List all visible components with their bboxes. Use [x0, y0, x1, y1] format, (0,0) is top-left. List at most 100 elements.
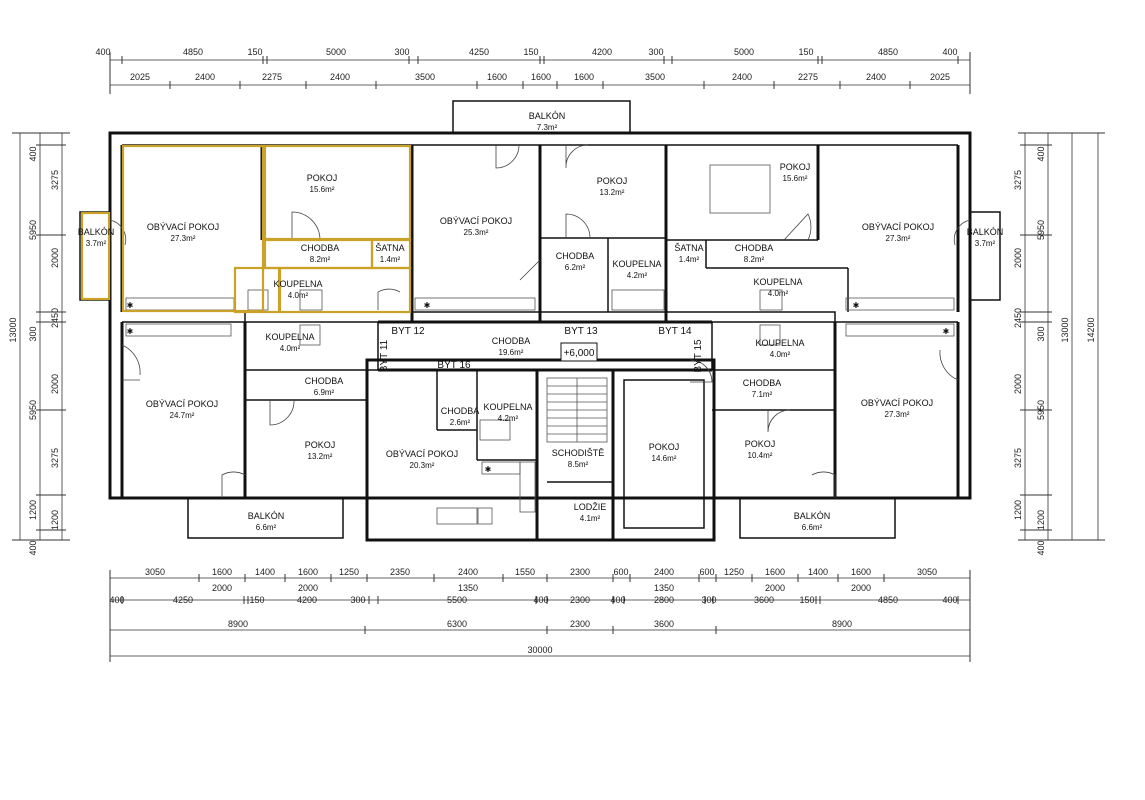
dim-bot1-14: 1400	[808, 567, 828, 577]
room-name-tl-balcony: BALKÓN	[78, 227, 115, 237]
dim-bot2-2: 150	[249, 595, 264, 605]
room-name-tc-balcony: BALKÓN	[529, 111, 566, 121]
room-name-loggia: LODŽIE	[574, 502, 607, 512]
dim-bot1-2: 1400	[255, 567, 275, 577]
room-name-br-living: OBÝVACÍ POKOJ	[861, 398, 933, 408]
highlighted-apartment	[80, 144, 412, 314]
room-area-bc-hall: 2.6m²	[450, 418, 471, 427]
dim-left-0: 400	[28, 146, 38, 161]
dim-bot2-14: 400	[942, 595, 957, 605]
dim-top1-8: 300	[648, 47, 663, 57]
room-area-bc-bed: 14.6m²	[652, 454, 677, 463]
dim-top2-1: 2400	[195, 72, 215, 82]
dim-right-1: 3275	[1013, 170, 1023, 190]
dim-bot1-8: 2300	[570, 567, 590, 577]
door-swings	[109, 144, 971, 498]
room-area-bc-bath: 4.2m²	[498, 414, 519, 423]
dim-right-4: 2450	[1013, 308, 1023, 328]
room-name-tl-closet: ŠATNA	[375, 243, 404, 253]
dim-bot2-5: 5500	[447, 595, 467, 605]
room-name-bc-living: OBÝVACÍ POKOJ	[386, 449, 458, 459]
room-name-bl-balcony: BALKÓN	[248, 511, 285, 521]
dim-bot1-5: 2350	[390, 567, 410, 577]
dim-left-9: 1200	[28, 500, 38, 520]
dim-left-5: 300	[28, 326, 38, 341]
room-area-loggia: 4.1m²	[580, 514, 601, 523]
dim-bot1-13: 1600	[765, 567, 785, 577]
dim-bot2-9: 2800	[654, 595, 674, 605]
dim-bot2-4: 300	[350, 595, 365, 605]
dim-bot1-15: 1600	[851, 567, 871, 577]
dim-top1-4: 300	[394, 47, 409, 57]
unit-labels: BYT 11 BYT 12 BYT 13 BYT 14 BYT 15 BYT 1…	[379, 326, 704, 373]
room-name-tl-hall: CHODBA	[301, 243, 340, 253]
dim-top1-1: 4850	[183, 47, 203, 57]
dim-bot1b-4: 2000	[765, 583, 785, 593]
dim-bot2-11: 3600	[754, 595, 774, 605]
svg-text:✱: ✱	[127, 327, 134, 336]
room-name-tr-balcony: BALKÓN	[967, 227, 1004, 237]
room-name-tc-hall: CHODBA	[556, 251, 595, 261]
room-area-br-balcony: 6.6m²	[802, 523, 823, 532]
room-area-bl-living: 24.7m²	[170, 411, 195, 420]
dim-top2-5: 1600	[487, 72, 507, 82]
dim-right-total-2: 14200	[1086, 317, 1096, 342]
room-name-tr-bath: KOUPELNA	[753, 277, 802, 287]
dim-bot2-8: 400	[610, 595, 625, 605]
room-name-bl-bed: POKOJ	[305, 440, 336, 450]
dim-top1-12: 400	[942, 47, 957, 57]
dim-right-11: 400	[1036, 540, 1046, 555]
dim-left-total: 13000	[8, 317, 18, 342]
staircase-steps	[546, 377, 608, 443]
room-area-tc-living: 25.3m²	[464, 228, 489, 237]
dim-bot2-13: 4850	[878, 595, 898, 605]
dim-bot1-4: 1250	[339, 567, 359, 577]
room-name-tr-living: OBÝVACÍ POKOJ	[862, 222, 934, 232]
dim-right-5: 300	[1036, 326, 1046, 341]
dim-top1-2: 150	[247, 47, 262, 57]
room-name-stair: SCHODIŠTĚ	[552, 448, 605, 458]
room-area-bl-balcony: 6.6m²	[256, 523, 277, 532]
dim-top1-0: 400	[95, 47, 110, 57]
dim-right-2: 5950	[1036, 220, 1046, 240]
room-name-tc-bed: POKOJ	[597, 176, 628, 186]
dim-bot1b-2: 1350	[458, 583, 478, 593]
dim-bot1-1: 1600	[212, 567, 232, 577]
dim-bot2-1: 4250	[173, 595, 193, 605]
top-dimensions: 400 4850 150 5000 300 4250 150 4200 300 …	[95, 47, 971, 94]
room-name-tc-living: OBÝVACÍ POKOJ	[440, 216, 512, 226]
dim-bot1b-0: 2000	[212, 583, 232, 593]
dim-top2-6: 1600	[531, 72, 551, 82]
dim-bot2-10: 300	[701, 595, 716, 605]
dim-bot1-7: 1550	[515, 567, 535, 577]
dim-bot1b-3: 1350	[654, 583, 674, 593]
room-area-tc-hall: 6.2m²	[565, 263, 586, 272]
dim-bot3-2: 2300	[570, 619, 590, 629]
dim-top2-9: 2400	[732, 72, 752, 82]
room-name-bc-bed: POKOJ	[649, 442, 680, 452]
dim-bot2-12: 150	[799, 595, 814, 605]
dim-top1-11: 4850	[878, 47, 898, 57]
dim-left-4: 2450	[50, 308, 60, 328]
room-area-tl-living: 27.3m²	[171, 234, 196, 243]
svg-text:✱: ✱	[943, 327, 950, 336]
unit-label-13: BYT 13	[564, 326, 598, 337]
unit-label-11: BYT 11	[379, 339, 390, 372]
room-name-tl-living: OBÝVACÍ POKOJ	[147, 222, 219, 232]
dim-bot3-3: 3600	[654, 619, 674, 629]
unit-label-12: BYT 12	[391, 326, 425, 337]
dim-top2-8: 3500	[645, 72, 665, 82]
dim-top2-12: 2025	[930, 72, 950, 82]
dim-bot2-3: 4200	[297, 595, 317, 605]
room-name-br-bed: POKOJ	[745, 439, 776, 449]
dim-bot1-16: 3050	[917, 567, 937, 577]
dim-bot2-6: 400	[533, 595, 548, 605]
dim-bot3-0: 8900	[228, 619, 248, 629]
dim-top2-3: 2400	[330, 72, 350, 82]
dim-right-9: 1200	[1013, 500, 1023, 520]
room-area-bl-hall: 6.9m²	[314, 388, 335, 397]
level-label: +6,000	[564, 348, 595, 359]
room-name-br-hall: CHODBA	[743, 378, 782, 388]
room-area-br-hall: 7.1m²	[752, 390, 773, 399]
room-area-tr-hall: 8.2m²	[744, 255, 765, 264]
